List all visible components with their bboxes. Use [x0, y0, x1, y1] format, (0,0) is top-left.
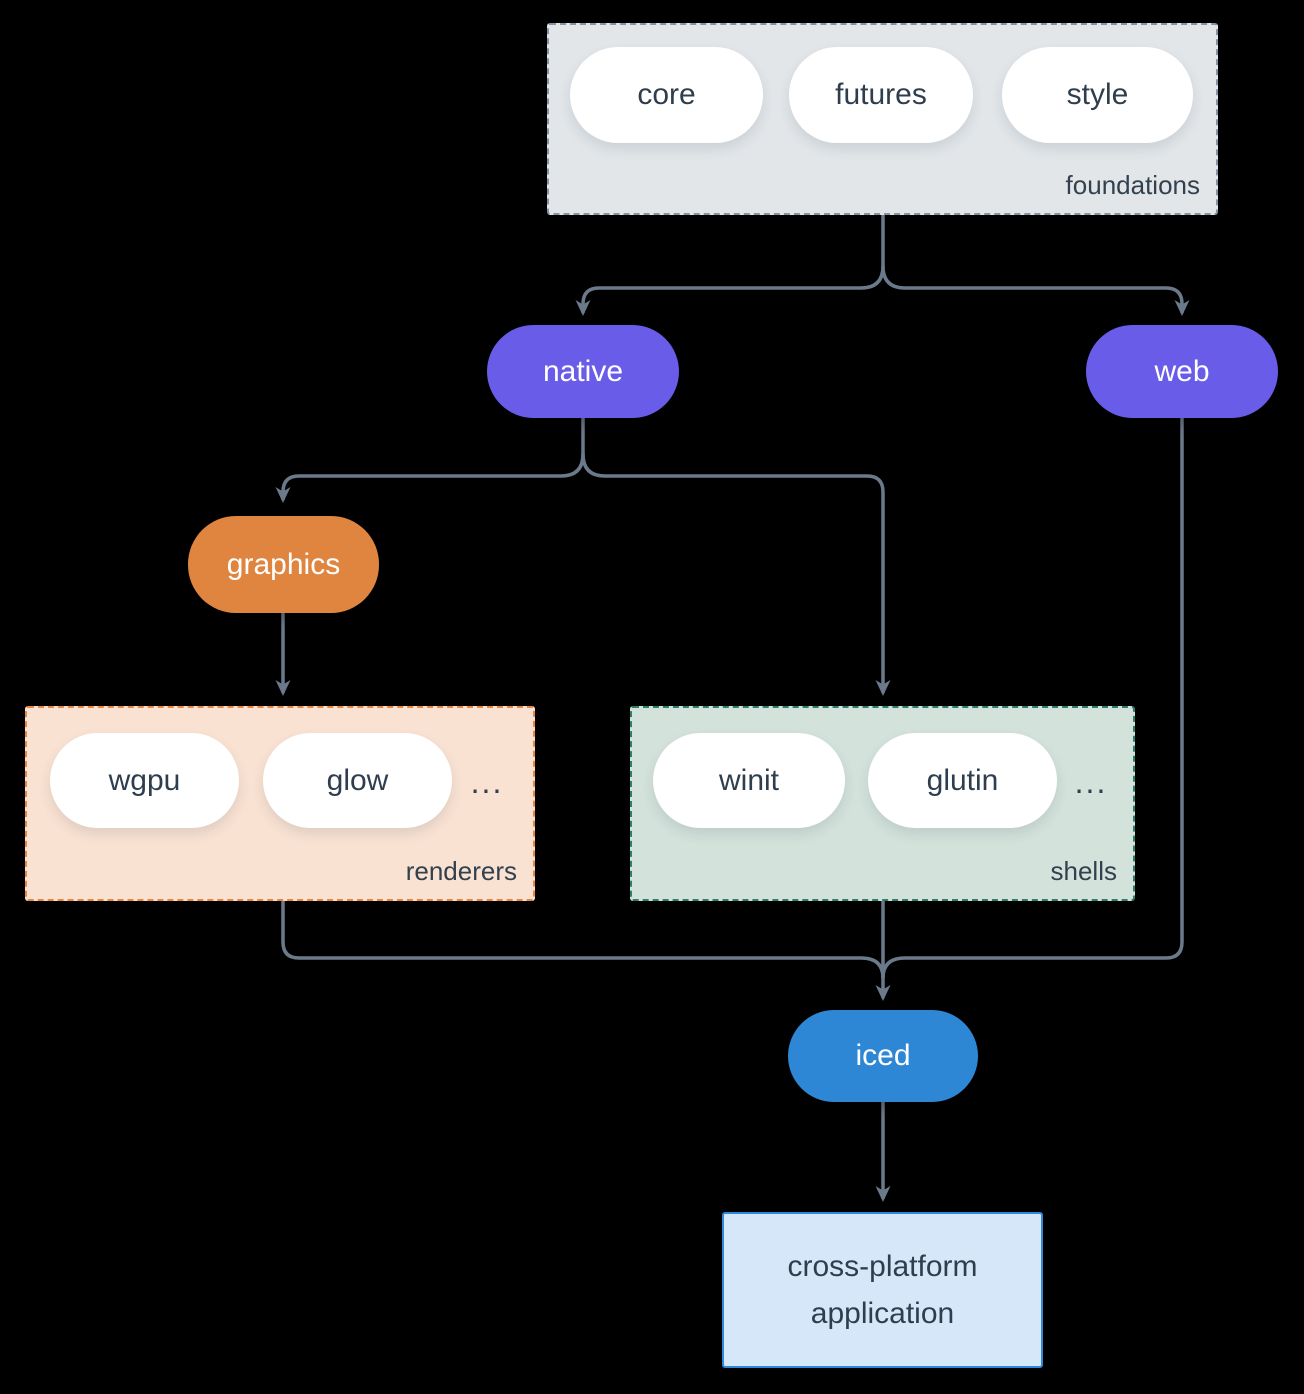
- shells-group-label: shells: [1050, 856, 1117, 886]
- node-wgpu: wgpu: [50, 733, 239, 828]
- edge-web-merge: [881, 418, 1184, 979]
- application-label-line2: application: [810, 1297, 955, 1330]
- node-graphics: graphics: [188, 516, 379, 613]
- renderers-ellipsis: ...: [470, 764, 504, 800]
- node-glow: glow: [263, 733, 452, 828]
- node-native: native: [487, 325, 679, 418]
- edge-foundations-native: [575, 215, 885, 316]
- renderers-group-label: renderers: [405, 856, 517, 886]
- shells-ellipsis: ...: [1074, 764, 1108, 800]
- foundations-group-label: foundations: [1065, 170, 1200, 200]
- node-cross-platform-application: cross-platform application: [722, 1212, 1043, 1368]
- node-glutin: glutin: [868, 733, 1057, 828]
- edge-native-graphics: [275, 418, 585, 503]
- edge-renderers-merge: [281, 901, 885, 979]
- edge-foundations-web: [881, 265, 1190, 316]
- node-futures: futures: [789, 47, 973, 143]
- node-core: core: [570, 47, 763, 143]
- node-style: style: [1002, 47, 1193, 143]
- application-label-line1: cross-platform: [787, 1250, 978, 1283]
- node-winit: winit: [653, 733, 845, 828]
- node-iced: iced: [788, 1010, 978, 1102]
- node-web: web: [1086, 325, 1278, 418]
- edge-native-shells: [581, 453, 891, 696]
